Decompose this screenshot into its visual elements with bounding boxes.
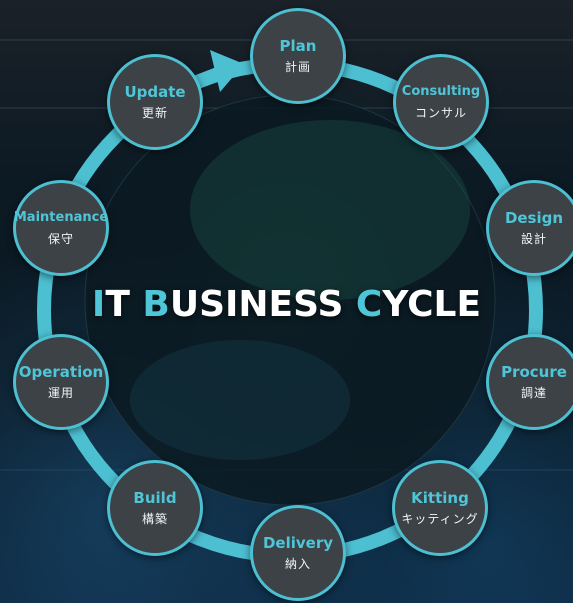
stage-operation: Operation 運用 [13, 334, 109, 430]
stage-procure: Procure 調達 [486, 334, 573, 430]
globe-landmass [130, 340, 350, 460]
stage-operation-jp: 運用 [47, 386, 74, 400]
title-letter-b: B [142, 284, 170, 325]
stage-kitting-en: Kitting [411, 489, 469, 507]
stage-plan-jp: 計画 [284, 60, 311, 74]
stage-procure-en: Procure [501, 363, 567, 381]
stage-operation-en: Operation [18, 363, 104, 381]
stage-maintenance: Maintenance 保守 [13, 180, 109, 276]
title-text-ycle: YCLE [382, 284, 482, 325]
stage-delivery: Delivery 納入 [250, 505, 346, 601]
globe-landmass [190, 120, 470, 300]
stage-plan-en: Plan [279, 37, 317, 55]
stage-plan: Plan 計画 [250, 8, 346, 104]
stage-consulting-en: Consulting [401, 84, 481, 99]
stage-design-jp: 設計 [520, 232, 547, 246]
stage-consulting-jp: コンサル [414, 106, 467, 120]
stage-build: Build 構築 [107, 460, 203, 556]
stage-design: Design 設計 [486, 180, 573, 276]
stage-design-en: Design [504, 209, 564, 227]
stage-delivery-jp: 納入 [284, 557, 311, 571]
stage-build-jp: 構築 [141, 512, 168, 526]
title-text-t: T [105, 284, 143, 325]
stage-delivery-en: Delivery [262, 534, 334, 552]
stage-update: Update 更新 [107, 54, 203, 150]
cycle-arrow-head [210, 50, 244, 92]
diagram-title: IT BUSINESS CYCLE [0, 284, 573, 325]
stage-update-en: Update [124, 83, 186, 101]
stage-kitting: Kitting キッティング [392, 460, 488, 556]
title-text-usiness: USINESS [169, 284, 356, 325]
stage-maintenance-en: Maintenance [13, 210, 109, 225]
stage-kitting-jp: キッティング [401, 512, 479, 526]
stage-consulting: Consulting コンサル [393, 54, 489, 150]
stage-build-en: Build [133, 489, 177, 507]
title-letter-i: I [91, 284, 106, 325]
stage-maintenance-jp: 保守 [47, 232, 74, 246]
stage-procure-jp: 調達 [520, 386, 547, 400]
stage-update-jp: 更新 [141, 106, 168, 120]
title-letter-c: C [355, 284, 383, 325]
